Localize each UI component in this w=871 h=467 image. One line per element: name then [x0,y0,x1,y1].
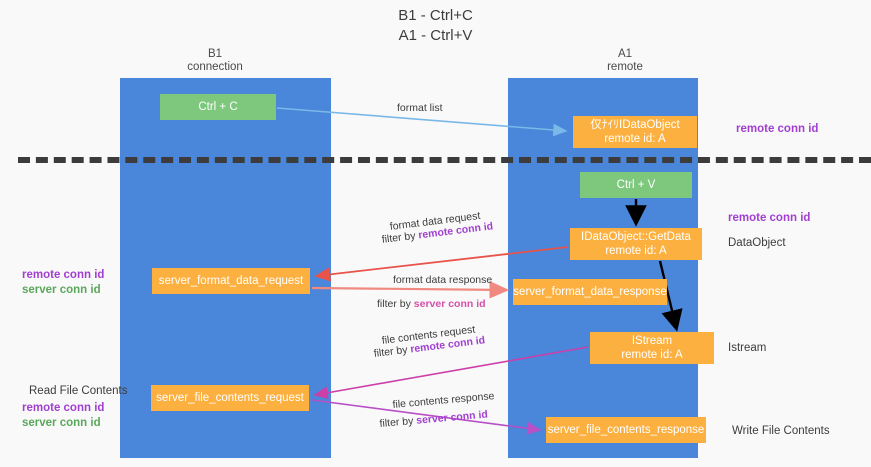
page-title: B1 - Ctrl+C A1 - Ctrl+V [0,6,871,46]
arrow-format-data-response [311,281,510,299]
column-b1-role: connection [187,61,243,73]
column-b1-name: B1 [207,48,223,60]
title-line-2: A1 - Ctrl+V [398,27,473,44]
box-istream-line-2: remote id: A [621,349,683,361]
box-server-format-data-request-label: server_format_data_request [158,275,304,287]
box-idataobject[interactable]: 仅ﾅｲﾘIDataObject remote id: A [573,116,697,148]
phase-divider [18,157,871,163]
title-line-1: B1 - Ctrl+C [398,7,473,24]
box-istream-line-1: IStream [631,335,673,347]
edge-label-format-data-response: format data response [393,274,493,286]
filter-prefix: filter by [377,298,414,310]
filter-prefix: filter by [373,343,412,360]
annotation-remote-conn-id-mid: remote conn id [728,212,811,224]
filter-key-server-conn-id: server conn id [413,298,486,310]
box-server-file-contents-response-label: server_file_contents_response [547,424,705,436]
box-server-format-data-response[interactable]: server_format_data_response [513,279,667,305]
edge-label-format-list: format list [397,102,443,114]
box-server-format-data-response-label: server_format_data_response [513,286,667,298]
box-idataobject-getdata[interactable]: IDataObject::GetData remote id: A [570,228,702,260]
box-ctrl-v[interactable]: Ctrl + V [580,172,692,198]
box-idataobject-line-2: remote id: A [604,133,666,145]
filter-key-server-conn-id: server conn id [415,408,489,427]
column-a1-name: A1 [617,48,633,60]
filter-prefix: filter by [379,414,417,430]
annotation-left-conn-ids-2: remote conn id server conn id [22,401,104,431]
edge-label-format-data-response-filter: filter by server conn id [377,297,486,311]
box-server-file-contents-request-label: server_file_contents_request [156,392,304,404]
box-idataobject-line-1: 仅ﾅｲﾘIDataObject [590,119,680,131]
box-ctrl-c[interactable]: Ctrl + C [160,94,276,120]
box-server-file-contents-request[interactable]: server_file_contents_request [151,385,309,411]
box-server-format-data-request[interactable]: server_format_data_request [152,268,310,294]
box-ctrl-c-label: Ctrl + C [198,101,238,113]
annotation-left-remote-conn-id-1: remote conn id [22,269,105,281]
box-getdata-line-2: remote id: A [605,245,667,257]
annotation-read-file-contents: Read File Contents [29,385,128,397]
annotation-left-remote-conn-id-2: remote conn id [22,402,105,414]
box-istream[interactable]: IStream remote id: A [590,332,714,364]
column-caption-b1: B1 connection [140,48,290,74]
annotation-left-server-conn-id-2: server conn id [22,417,101,429]
column-caption-a1: A1 remote [550,48,700,74]
annotation-dataobject: DataObject [728,237,786,249]
box-getdata-line-1: IDataObject::GetData [581,231,691,243]
annotation-left-conn-ids-1: remote conn id server conn id [22,268,104,298]
annotation-remote-conn-id-top: remote conn id [736,123,819,135]
annotation-istream: Istream [728,342,767,354]
annotation-left-server-conn-id-1: server conn id [22,284,101,296]
annotation-write-file-contents: Write File Contents [732,425,830,437]
filter-prefix: filter by [381,229,420,246]
box-ctrl-v-label: Ctrl + V [616,179,656,191]
column-a1-role: remote [607,61,643,73]
box-server-file-contents-response[interactable]: server_file_contents_response [546,417,706,443]
